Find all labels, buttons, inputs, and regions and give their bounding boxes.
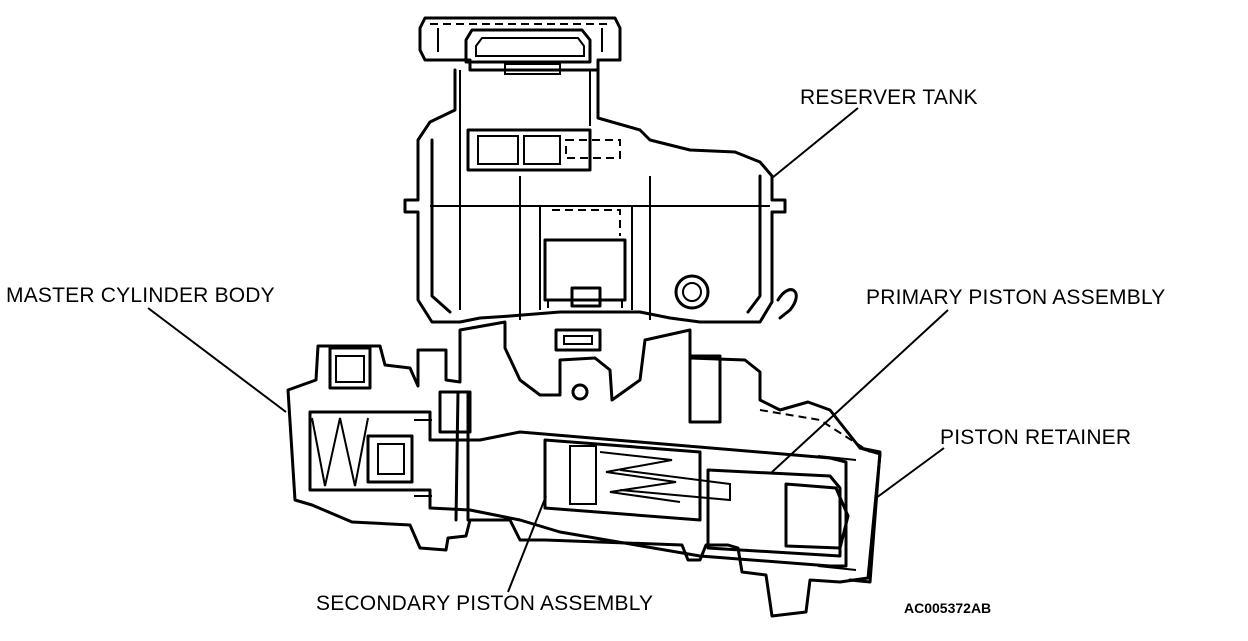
- leader-lines: [147, 107, 949, 593]
- leader-secondary-piston: [507, 495, 547, 593]
- label-secondary-piston-assembly: SECONDARY PISTON ASSEMBLY: [316, 592, 654, 615]
- leader-reserver-tank: [771, 107, 859, 179]
- label-reserver-tank: RESERVER TANK: [800, 86, 978, 109]
- label-master-cylinder-body: MASTER CYLINDER BODY: [6, 284, 275, 307]
- leader-master-cylinder-body: [147, 307, 287, 413]
- leader-primary-piston: [771, 309, 949, 473]
- master-cylinder-body: [286, 320, 882, 618]
- reservoir-cap: [418, 16, 622, 75]
- leader-piston-retainer: [875, 447, 945, 499]
- label-primary-piston-assembly: PRIMARY PISTON ASSEMBLY: [866, 286, 1166, 309]
- label-piston-retainer: PISTON RETAINER: [940, 426, 1132, 449]
- figure-code: AC005372AB: [904, 600, 992, 616]
- reservoir-tank: [403, 68, 798, 324]
